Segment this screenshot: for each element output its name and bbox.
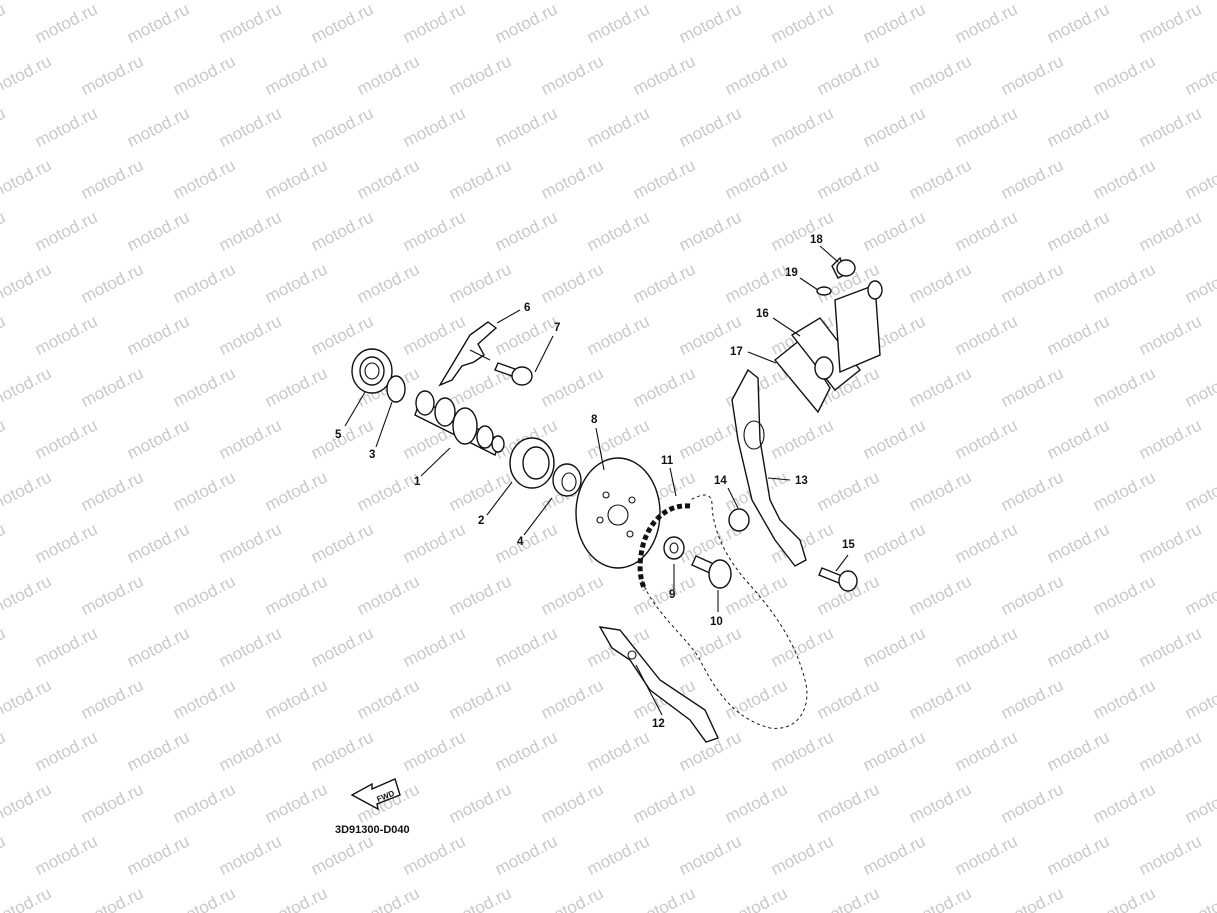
collar-part bbox=[728, 508, 750, 532]
spacer-ring-part bbox=[552, 463, 582, 497]
guide-bolt-part bbox=[818, 567, 858, 592]
lock-washer-part bbox=[816, 286, 832, 296]
leader-lines bbox=[344, 245, 849, 716]
washer-part bbox=[663, 536, 685, 560]
callout-7: 7 bbox=[554, 322, 560, 334]
callout-14: 14 bbox=[714, 475, 727, 487]
camshaft-part bbox=[414, 390, 505, 456]
callout-3: 3 bbox=[369, 449, 375, 461]
gasket-part bbox=[774, 338, 831, 414]
bearing-outer-part bbox=[351, 348, 393, 394]
tensioner-bolt-part bbox=[831, 256, 856, 279]
timing-chain-path bbox=[639, 494, 808, 729]
diagram-code: 3D91300-D040 bbox=[335, 824, 410, 836]
callout-11: 11 bbox=[661, 455, 674, 467]
callout-1: 1 bbox=[414, 476, 421, 488]
callout-2: 2 bbox=[478, 515, 484, 527]
callout-18: 18 bbox=[810, 234, 823, 246]
o-ring-part bbox=[386, 375, 406, 403]
bolt-retainer-part bbox=[494, 362, 533, 386]
callout-10: 10 bbox=[710, 616, 723, 628]
tensioner-assembly-part bbox=[790, 280, 883, 391]
bearing-inner-part bbox=[509, 437, 555, 489]
callout-labels: 1 2 3 4 5 6 7 8 9 10 11 12 13 14 15 16 1… bbox=[335, 234, 855, 730]
callout-19: 19 bbox=[785, 267, 798, 279]
chain-guide-part bbox=[598, 626, 719, 743]
callout-6: 6 bbox=[524, 302, 530, 314]
callout-8: 8 bbox=[591, 414, 598, 426]
callout-13: 13 bbox=[795, 475, 808, 487]
callout-17: 17 bbox=[730, 346, 743, 358]
sprocket-bolt-part bbox=[691, 555, 732, 589]
cam-sprocket-part bbox=[575, 457, 661, 569]
retainer-plate-part bbox=[438, 321, 498, 387]
callout-4: 4 bbox=[517, 536, 524, 548]
chain-segment-part bbox=[637, 503, 691, 592]
callout-5: 5 bbox=[335, 429, 342, 441]
tensioner-guide-part bbox=[731, 368, 807, 567]
fwd-arrow-icon: FWD bbox=[350, 778, 401, 811]
callout-15: 15 bbox=[842, 539, 855, 551]
callout-12: 12 bbox=[652, 718, 665, 730]
callout-9: 9 bbox=[669, 589, 675, 601]
callout-16: 16 bbox=[756, 308, 769, 320]
